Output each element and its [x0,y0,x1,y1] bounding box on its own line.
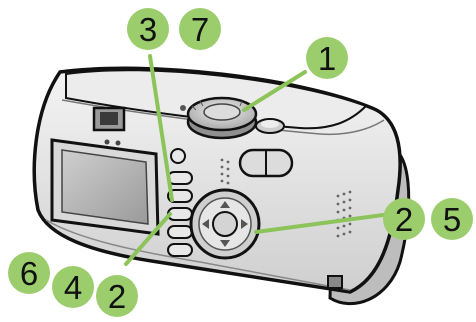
badge-label: 2 [395,201,413,238]
mode-dial [188,98,256,138]
badge-6: 6 [8,252,50,294]
badge-label: 7 [191,11,209,48]
badge-label: 5 [443,201,461,238]
lcd-screen [52,140,158,234]
badge-label: 2 [108,278,126,315]
badge-label: 1 [318,40,336,77]
badge-2-right: 2 [383,198,425,240]
badge-label: 3 [139,11,157,48]
badge-1: 1 [306,37,348,79]
indicator-lamp-icon [180,105,186,111]
badge-label: 6 [20,255,38,292]
badge-2-bottom: 2 [96,275,138,317]
control-pad [191,190,259,258]
shutter-button [256,119,284,133]
badge-3: 3 [127,8,169,50]
badge-7: 7 [179,8,221,50]
zoom-buttons [240,150,292,176]
badge-4: 4 [52,266,94,308]
strap-lug [328,276,342,288]
badge-label: 4 [64,269,82,306]
badge-5: 5 [431,198,473,240]
